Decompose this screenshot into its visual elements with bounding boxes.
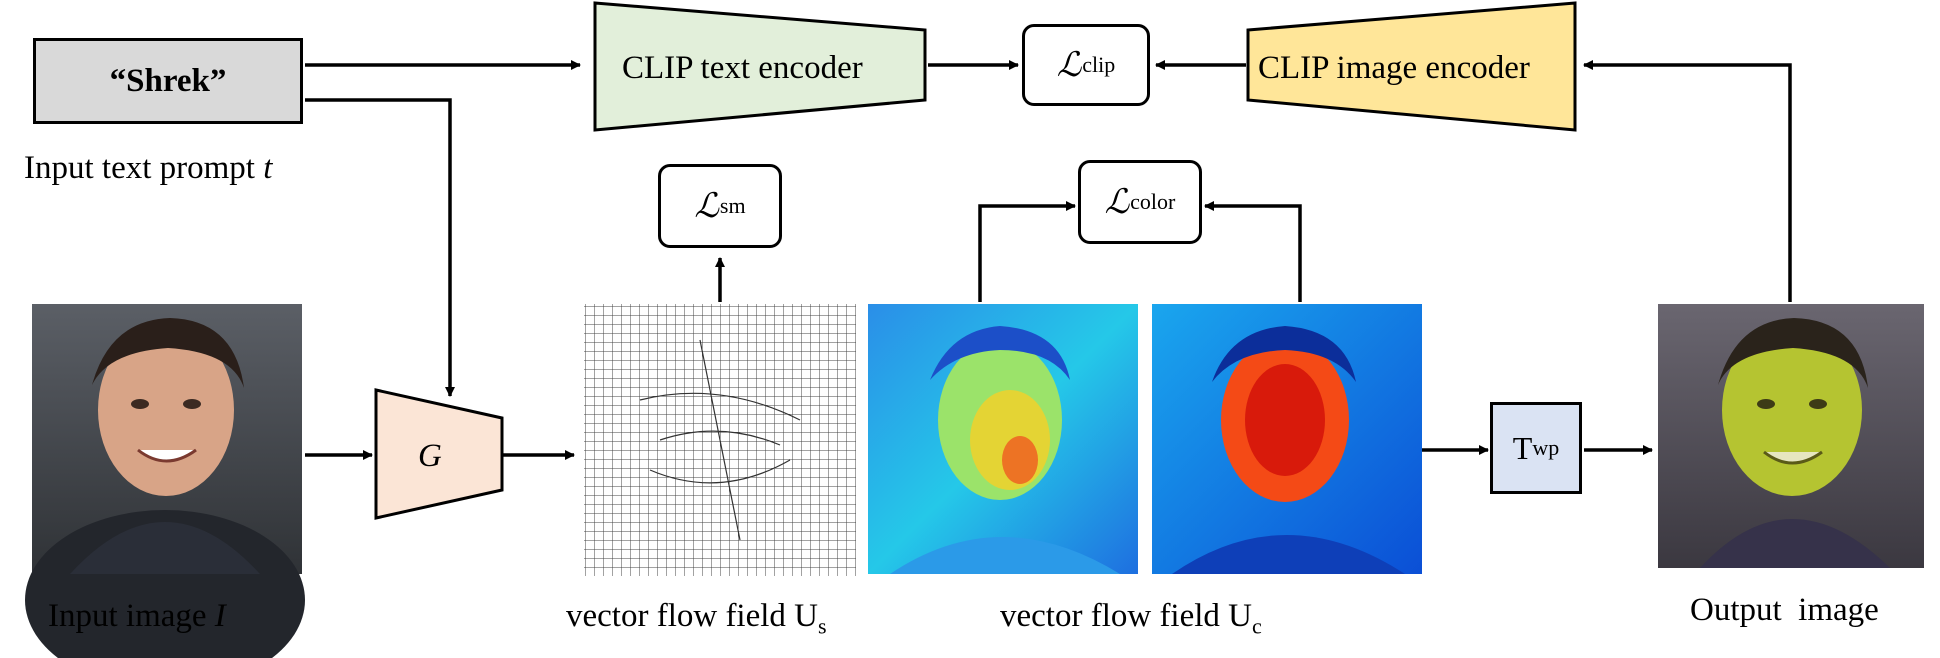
- clip-image-encoder-shape: [1246, 1, 1577, 132]
- vector-flow-field-c-b: [1152, 304, 1422, 574]
- text-prompt-value: “Shrek”: [109, 62, 227, 99]
- text-prompt-box: “Shrek”: [33, 38, 303, 124]
- output-image-caption: Output image: [1690, 592, 1879, 628]
- generator-shape: [374, 388, 504, 520]
- input-image-caption: Input image I: [48, 598, 226, 634]
- output-image: [1658, 304, 1924, 568]
- text-prompt-caption: Input text prompt t: [24, 150, 273, 186]
- flow-field-s-caption: vector flow field Us: [566, 598, 827, 639]
- clip-text-encoder-shape: [593, 1, 927, 132]
- input-image: [25, 304, 305, 658]
- clip-image-encoder-label: CLIP image encoder: [1258, 50, 1530, 86]
- flow-field-c-caption: vector flow field Uc: [1000, 598, 1262, 639]
- arrow-flow-c2-to-loss-color: [1204, 201, 1302, 302]
- arrow-flow-c1-to-loss-color: [978, 201, 1076, 302]
- arrow-output-to-image-encoder: [1583, 60, 1792, 302]
- vector-flow-field-c-a: [868, 304, 1138, 574]
- generator-label: G: [418, 438, 442, 474]
- clip-text-encoder-label: CLIP text encoder: [622, 50, 863, 86]
- arrow-prompt-to-generator: [305, 98, 455, 397]
- vector-flow-field-s: [584, 304, 856, 576]
